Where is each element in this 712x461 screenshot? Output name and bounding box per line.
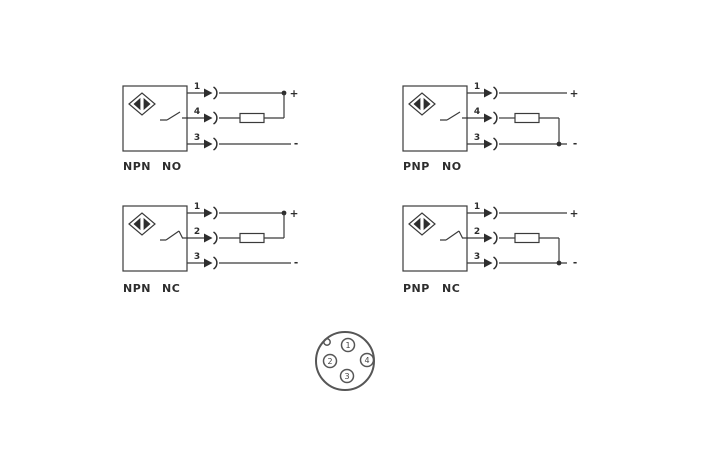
load-resistor [514,232,540,244]
diagram-npn-nc: 1 + 2 3 - NPN NC [122,202,299,295]
nc-contact-icon [439,230,469,241]
pin4-label: 4 [194,107,200,117]
inductive-sensor-icon [408,212,436,236]
diagram-npn-no: 1 + 4 3 - NPN NO [122,82,299,173]
connector-pin-4-label: 4 [364,356,369,365]
m12-connector-face: 1 2 4 3 [315,331,375,391]
connector-pin-2-label: 2 [327,357,332,366]
wire-load-to-plus [264,93,285,119]
pin2-label: 2 [194,227,200,237]
positive-terminal: + [290,88,299,100]
sensor-body [402,85,468,152]
load-resistor [239,112,265,124]
no-contact-icon [159,111,189,121]
inductive-sensor-icon [408,92,436,116]
no-contact-icon [439,111,469,121]
plug-arrow-icon [203,256,218,270]
wire-load-to-minus [539,237,560,263]
diagram-pnp-nc: 1 + 2 3 - PNP NC [402,202,579,295]
connector-pin-2 [322,353,338,369]
plug-arrow-icon [483,111,498,125]
wire-load-to-minus [539,117,560,144]
output-type-label: NPN [123,160,151,173]
pin1-label: 1 [474,202,480,212]
keying-notch [323,338,331,346]
positive-terminal: + [570,88,579,100]
negative-terminal: - [573,257,577,269]
pin1-label: 1 [194,202,200,212]
plug-arrow-icon [483,206,498,220]
contact-type-label: NO [162,160,182,173]
sensor-body [122,85,188,152]
positive-terminal: + [290,208,299,220]
inductive-sensor-icon [128,92,156,116]
pin4-label: 4 [474,107,480,117]
output-type-label: PNP [403,160,430,173]
connector-pin-1-label: 1 [345,341,350,350]
connector-pin-1 [340,337,356,353]
negative-terminal: - [294,257,298,269]
contact-type-label: NC [162,282,180,295]
pin3-label: 3 [194,133,200,143]
load-resistor [239,232,265,244]
sensor-body [402,205,468,272]
plug-arrow-icon [483,86,498,100]
connector-pin-3 [339,368,355,384]
plug-arrow-icon [203,137,218,151]
negative-terminal: - [573,138,577,150]
junction-dot [556,260,562,266]
plug-arrow-icon [483,137,498,151]
connector-pin-3-label: 3 [344,372,349,381]
plug-arrow-icon [203,111,218,125]
contact-type-label: NO [442,160,462,173]
contact-type-label: NC [442,282,460,295]
diagram-pnp-no: 1 + 4 3 - PNP NO [402,82,579,173]
connector-pin-4 [359,352,375,368]
plug-arrow-icon [203,206,218,220]
sensor-body [122,205,188,272]
positive-terminal: + [570,208,579,220]
wire-load-to-plus [264,213,285,239]
output-type-label: PNP [403,282,430,295]
plug-arrow-icon [203,86,218,100]
junction-dot [556,141,562,147]
pin2-label: 2 [474,227,480,237]
pin3-label: 3 [194,252,200,262]
load-resistor [514,112,540,124]
pin1-label: 1 [194,82,200,92]
output-type-label: NPN [123,282,151,295]
plug-arrow-icon [483,256,498,270]
plug-arrow-icon [203,231,218,245]
inductive-sensor-icon [128,212,156,236]
pin3-label: 3 [474,133,480,143]
pin1-label: 1 [474,82,480,92]
negative-terminal: - [294,138,298,150]
plug-arrow-icon [483,231,498,245]
pin3-label: 3 [474,252,480,262]
nc-contact-icon [159,230,189,241]
